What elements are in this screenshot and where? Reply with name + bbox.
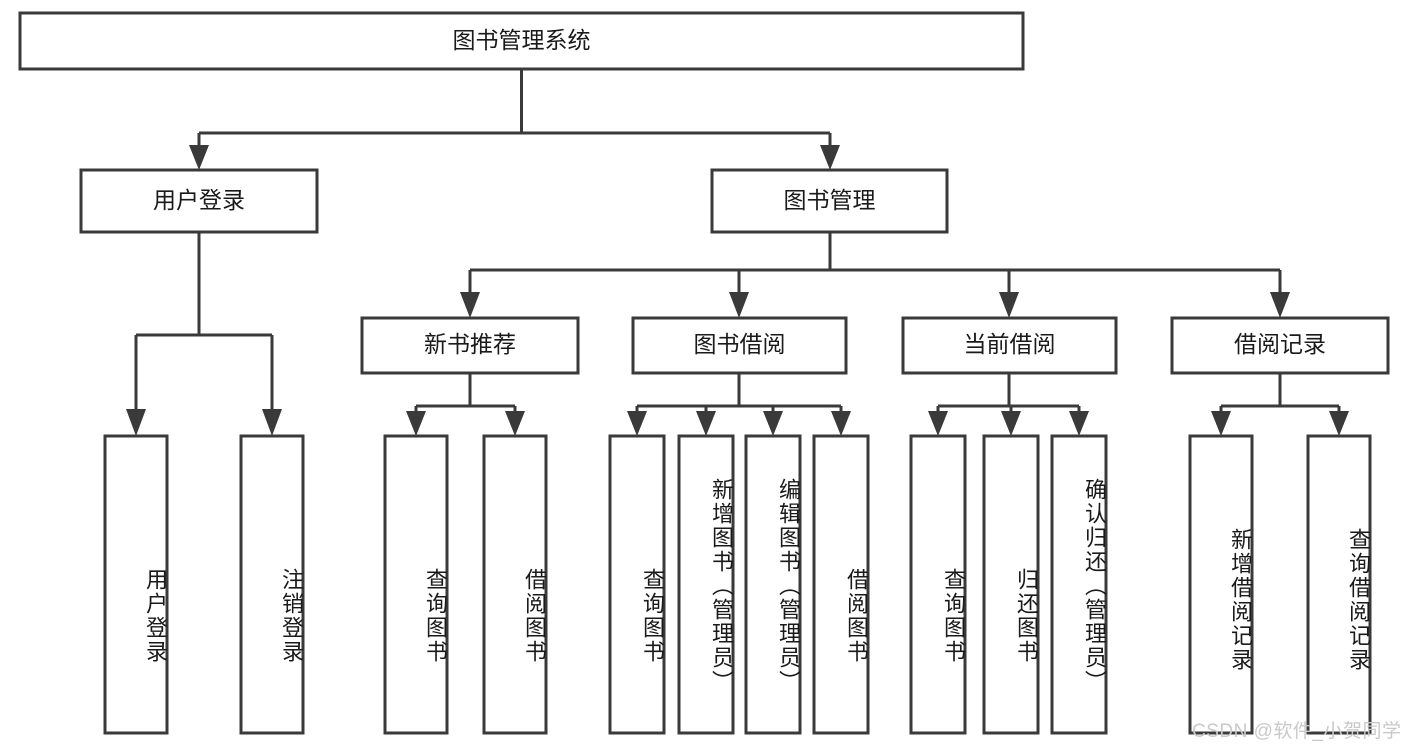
arrow-head-book-mgmt [820, 145, 840, 170]
leaf-box-query-borrow-record[interactable] [1306, 434, 1372, 735]
node-box-current-borrow[interactable] [901, 316, 1118, 375]
leaf-box-edit-book-admin[interactable] [744, 434, 802, 735]
node-label-book-borrow: 图书借阅 [694, 331, 786, 357]
node-box-user-login[interactable] [79, 168, 319, 234]
node-box-borrow-record[interactable] [1170, 316, 1390, 375]
arrow-head-cb-leaf-2 [1001, 411, 1021, 436]
node-box-book-management[interactable] [710, 168, 949, 234]
node-label-current-borrow: 当前借阅 [964, 331, 1056, 357]
node-label-user-login: 用户登录 [153, 187, 245, 213]
leaf-box-borrow-book-nbr[interactable] [482, 434, 548, 735]
arrow-head-leaf-user-login [126, 409, 146, 436]
arrow-head-br-leaf-1 [1211, 411, 1231, 436]
leaf-box-query-book-cb[interactable] [909, 434, 967, 735]
node-label-root: 图书管理系统 [453, 27, 591, 53]
arrow-head-cb-leaf-3 [1069, 411, 1089, 436]
arrow-head-bb-leaf-1 [627, 411, 647, 436]
leaf-box-confirm-return-admin[interactable] [1050, 434, 1108, 735]
arrow-head-nbr-leaf-1 [406, 411, 426, 436]
arrow-head-book-borrow [729, 292, 749, 318]
arrow-head-bb-leaf-2 [696, 411, 716, 436]
leaf-box-add-book-admin[interactable] [677, 434, 735, 735]
arrow-head-borrow-record [1270, 292, 1290, 318]
arrow-head-bb-leaf-3 [763, 411, 783, 436]
arrow-head-user-login [189, 145, 209, 170]
watermark-text: CSDN @软件_小贺同学 [1192, 721, 1402, 742]
arrow-head-leaf-logout [262, 409, 282, 436]
node-label-borrow-record: 借阅记录 [1234, 331, 1326, 357]
leaf-box-return-book[interactable] [982, 434, 1040, 735]
arrow-head-new-book-rec [460, 292, 480, 318]
node-label-new-book-recommend: 新书推荐 [424, 331, 516, 357]
leaf-box-add-borrow-record[interactable] [1188, 434, 1254, 735]
arrow-head-current-borrow [999, 292, 1019, 318]
arrow-head-nbr-leaf-2 [505, 411, 525, 436]
arrow-head-br-leaf-2 [1329, 411, 1349, 436]
leaf-box-query-book-nbr[interactable] [383, 434, 449, 735]
leaf-box-query-book-bb[interactable] [608, 434, 666, 735]
leaf-box-borrow-book-bb[interactable] [812, 434, 870, 735]
node-box-layer: 图书管理系统 用户登录 图书管理 新书推荐 图书借阅 当前借阅 借阅记录 [18, 11, 1390, 735]
arrow-head-bb-leaf-4 [831, 411, 851, 436]
connector-layer [126, 69, 1349, 436]
leaf-box-user-login[interactable] [103, 434, 169, 735]
node-label-book-management: 图书管理 [784, 187, 876, 213]
leaf-box-logout[interactable] [239, 434, 305, 735]
arrow-head-cb-leaf-1 [928, 411, 948, 436]
node-box-book-borrow[interactable] [631, 316, 848, 375]
node-box-root[interactable] [18, 11, 1025, 71]
node-box-new-book-recommend[interactable] [360, 316, 580, 375]
